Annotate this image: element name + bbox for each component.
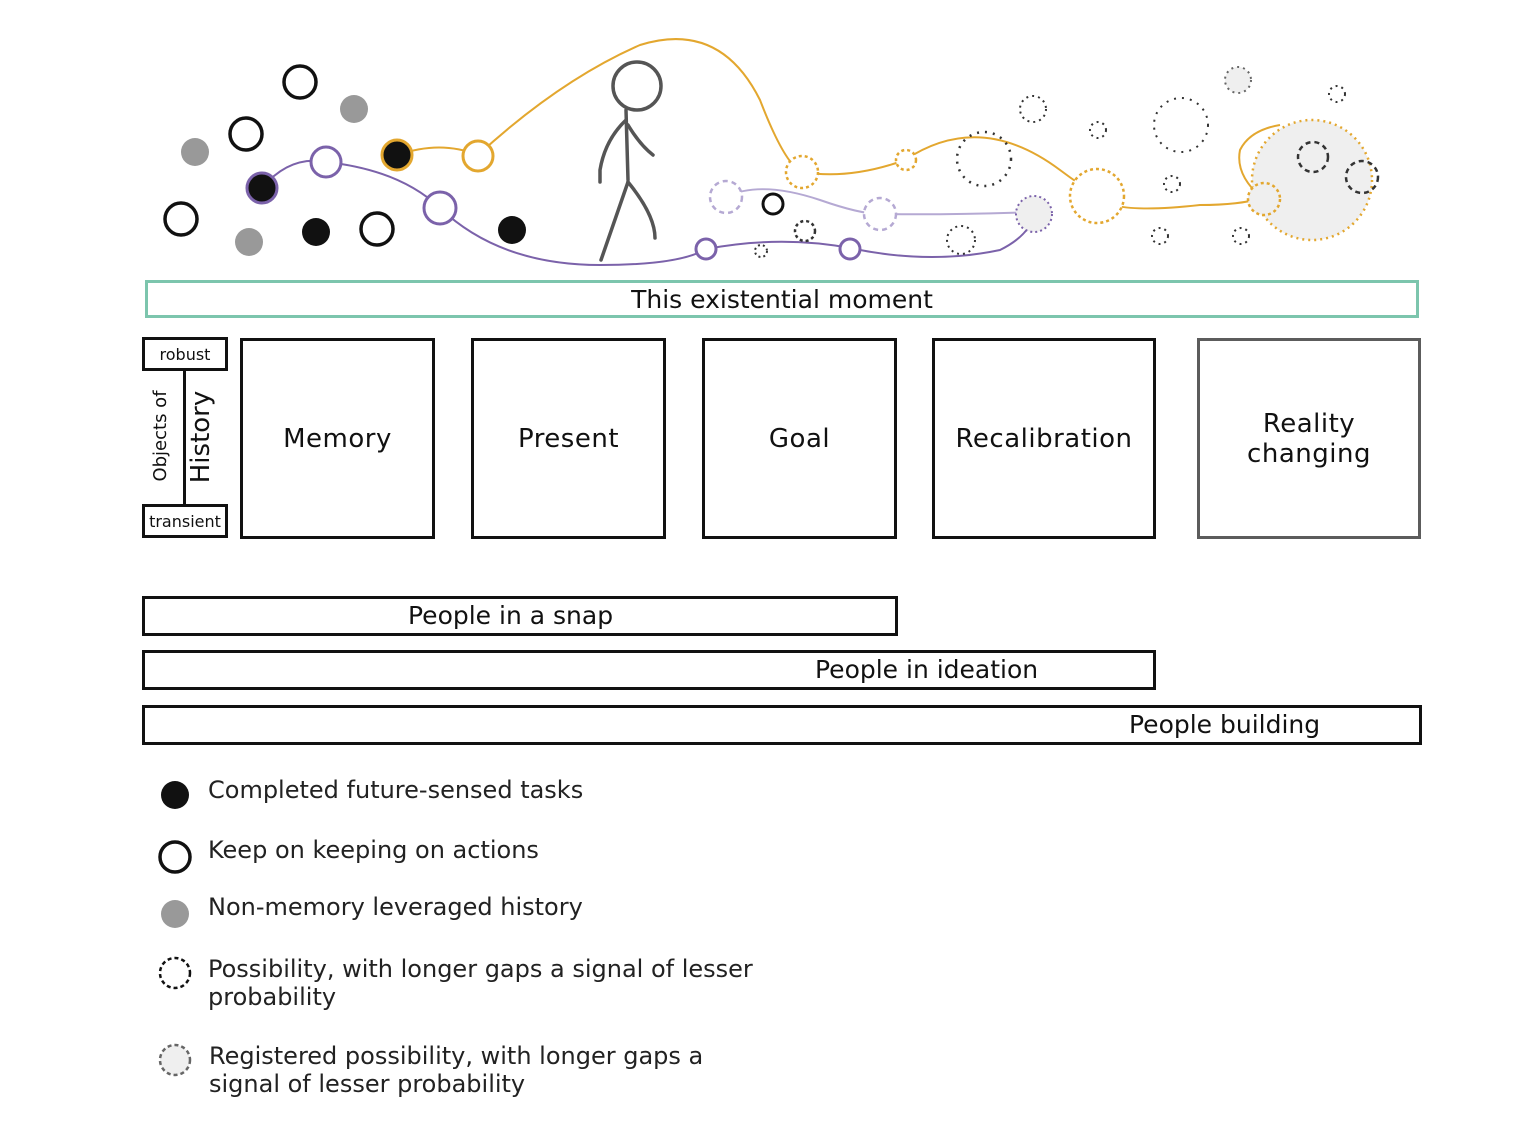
gold-possibility: [784, 154, 820, 190]
history-axis-line: [183, 371, 186, 504]
transient-label-box: transient: [142, 504, 228, 538]
keep-on-circle: [228, 116, 264, 152]
stage-reality-changing: Reality changing: [1197, 338, 1421, 539]
registered-dotted-circle-icon: [158, 1043, 192, 1077]
gold-possibility: [894, 148, 918, 172]
objects-of-label: Objects of: [150, 390, 171, 482]
open-black-circle-icon: [158, 840, 192, 874]
people-ideation-label: People in ideation: [815, 655, 1039, 684]
people-snap-bar: People in a snap: [142, 596, 898, 636]
journey-illustration: [163, 38, 1380, 267]
gold-possibility-large: [1250, 118, 1374, 242]
purple-node: [422, 190, 458, 226]
people-building-label: People building: [1129, 710, 1321, 739]
legend-item: Registered possibility, with longer gaps…: [155, 1040, 769, 1098]
legend-item: Possibility, with longer gaps a signal o…: [155, 953, 768, 1011]
legend-item: Non-memory leveraged history: [155, 893, 768, 934]
purple-node: [838, 237, 862, 261]
history-dot: [235, 228, 263, 256]
history-scale: robust Objects of History transient: [142, 337, 228, 538]
keep-on-circle: [761, 192, 785, 216]
completed-task-dot: [498, 216, 526, 244]
registered-possibility: [1015, 195, 1053, 233]
people-snap-label: People in a snap: [408, 601, 614, 630]
walking-figure: [598, 60, 663, 262]
purple-path: [261, 159, 1035, 267]
people-building-bar: People building: [142, 705, 1422, 745]
history-dot: [340, 95, 368, 123]
stage-recalibration: Recalibration: [932, 338, 1156, 539]
legend-item: Keep on keeping on actions: [155, 836, 768, 877]
legend: Completed future-sensed tasks Keep on ke…: [155, 775, 795, 1105]
completed-task-dot: [380, 138, 414, 172]
gold-possibility: [1068, 167, 1126, 225]
moment-label: This existential moment: [631, 284, 933, 314]
history-dot: [181, 138, 209, 166]
existential-moment-bar: This existential moment: [145, 280, 1419, 318]
filled-grey-circle-icon: [161, 900, 189, 928]
robust-label-box: robust: [142, 337, 228, 371]
stage-present: Present: [471, 338, 666, 539]
dotted-circle-icon: [158, 956, 192, 990]
keep-on-circle: [163, 201, 199, 237]
people-ideation-bar: People in ideation: [142, 650, 1156, 690]
transient-label: transient: [149, 511, 221, 531]
filled-black-circle-icon: [161, 781, 189, 809]
history-title: History: [186, 390, 216, 484]
stage-goal: Goal: [702, 338, 897, 539]
purple-node: [309, 145, 343, 179]
keep-on-circle: [359, 211, 395, 247]
stage-memory: Memory: [240, 338, 435, 539]
gold-node: [461, 139, 495, 173]
robust-label: robust: [159, 344, 211, 364]
legend-item: Completed future-sensed tasks: [155, 775, 768, 815]
gold-path: [397, 38, 1281, 210]
registered-possibility: [862, 196, 898, 232]
registered-possibility: [708, 179, 744, 215]
gold-possibility: [1246, 181, 1282, 217]
keep-on-circle: [282, 64, 318, 100]
purple-node: [694, 237, 718, 261]
completed-task-dot: [302, 218, 330, 246]
completed-task-dot: [245, 171, 279, 205]
